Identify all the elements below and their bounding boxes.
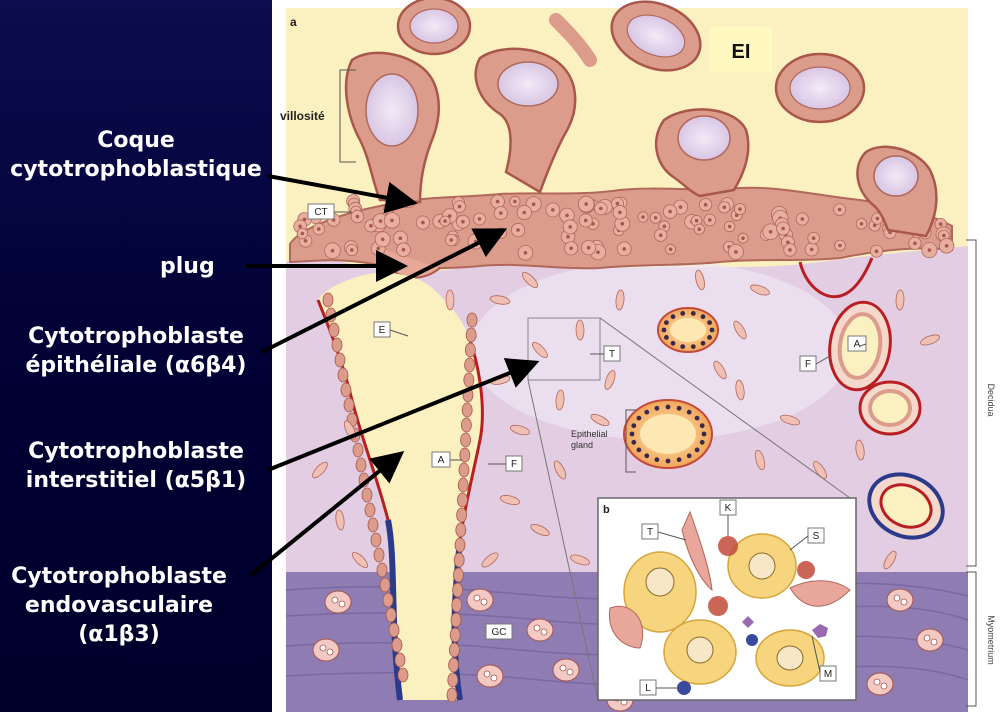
label-endovasculaire: Cytotrophoblaste endovasculaire (α1β3) bbox=[0, 562, 238, 649]
box-a-artery: A bbox=[438, 455, 445, 466]
inset-box-t: T bbox=[647, 527, 653, 538]
box-f-left: F bbox=[511, 459, 517, 470]
label-plug: plug bbox=[160, 252, 260, 281]
label-epitheliale: Cytotrophoblaste épithéliale (α6β4) bbox=[0, 322, 272, 380]
villosite-label: villosité bbox=[280, 109, 325, 123]
box-ct: CT bbox=[314, 207, 327, 218]
myometrium-bracket bbox=[966, 571, 977, 707]
box-gc: GC bbox=[492, 627, 507, 638]
epithelial-gland-small bbox=[657, 307, 719, 353]
decidua-bracket bbox=[966, 239, 977, 567]
villi-group bbox=[344, 0, 938, 238]
inset-box-m: M bbox=[824, 669, 832, 680]
decidua-halo bbox=[470, 260, 850, 440]
label-endovasculaire-line2: endovasculaire bbox=[24, 593, 214, 618]
box-f-right: F bbox=[805, 359, 811, 370]
label-coque: Coque cytotrophoblastique bbox=[0, 126, 272, 184]
inset-panel-b bbox=[597, 497, 857, 701]
gland-label-line2: gland bbox=[571, 440, 593, 450]
label-sidebar: Coque cytotrophoblastique plug Cytotroph… bbox=[0, 0, 272, 712]
panel-b-letter: b bbox=[603, 504, 610, 516]
ei-badge-text: EI bbox=[732, 41, 751, 63]
label-epitheliale-line1: Cytotrophoblaste bbox=[28, 324, 244, 349]
placenta-figure: a b villosité Epithelial gland Decidua M… bbox=[278, 0, 1000, 712]
label-coque-line2: cytotrophoblastique bbox=[10, 157, 262, 182]
box-e: E bbox=[379, 325, 386, 336]
box-t: T bbox=[609, 349, 615, 360]
ei-badge bbox=[710, 26, 772, 72]
epithelial-gland bbox=[623, 399, 713, 469]
label-interstitiel-line2: interstitiel (α5β1) bbox=[25, 468, 247, 493]
gland-label-line1: Epithelial bbox=[571, 429, 608, 439]
decidual-vessels-right bbox=[798, 257, 945, 540]
gland-nuclei bbox=[629, 311, 715, 464]
inset-box-l: L bbox=[645, 683, 651, 694]
placenta-illustration: a b villosité Epithelial gland Decidua M… bbox=[280, 0, 996, 712]
zoom-box bbox=[527, 317, 601, 381]
label-epitheliale-line2: épithéliale (α6β4) bbox=[25, 353, 247, 378]
inset-box-s: S bbox=[813, 531, 820, 542]
label-endovasculaire-line3: (α1β3) bbox=[78, 622, 160, 647]
label-endovasculaire-line1: Cytotrophoblaste bbox=[11, 564, 227, 589]
label-interstitiel-line1: Cytotrophoblaste bbox=[28, 439, 244, 464]
panel-a-letter: a bbox=[290, 15, 297, 29]
decidua-label: Decidua bbox=[986, 383, 996, 416]
label-plug-text: plug bbox=[160, 254, 215, 279]
inset-box-k: K bbox=[725, 503, 732, 514]
box-a-right: A bbox=[854, 339, 861, 350]
villosite-bracket bbox=[339, 69, 356, 163]
label-interstitiel: Cytotrophoblaste interstitiel (α5β1) bbox=[0, 437, 272, 495]
myometrium-label: Myometrium bbox=[986, 615, 996, 665]
label-coque-line1: Coque bbox=[97, 128, 175, 153]
